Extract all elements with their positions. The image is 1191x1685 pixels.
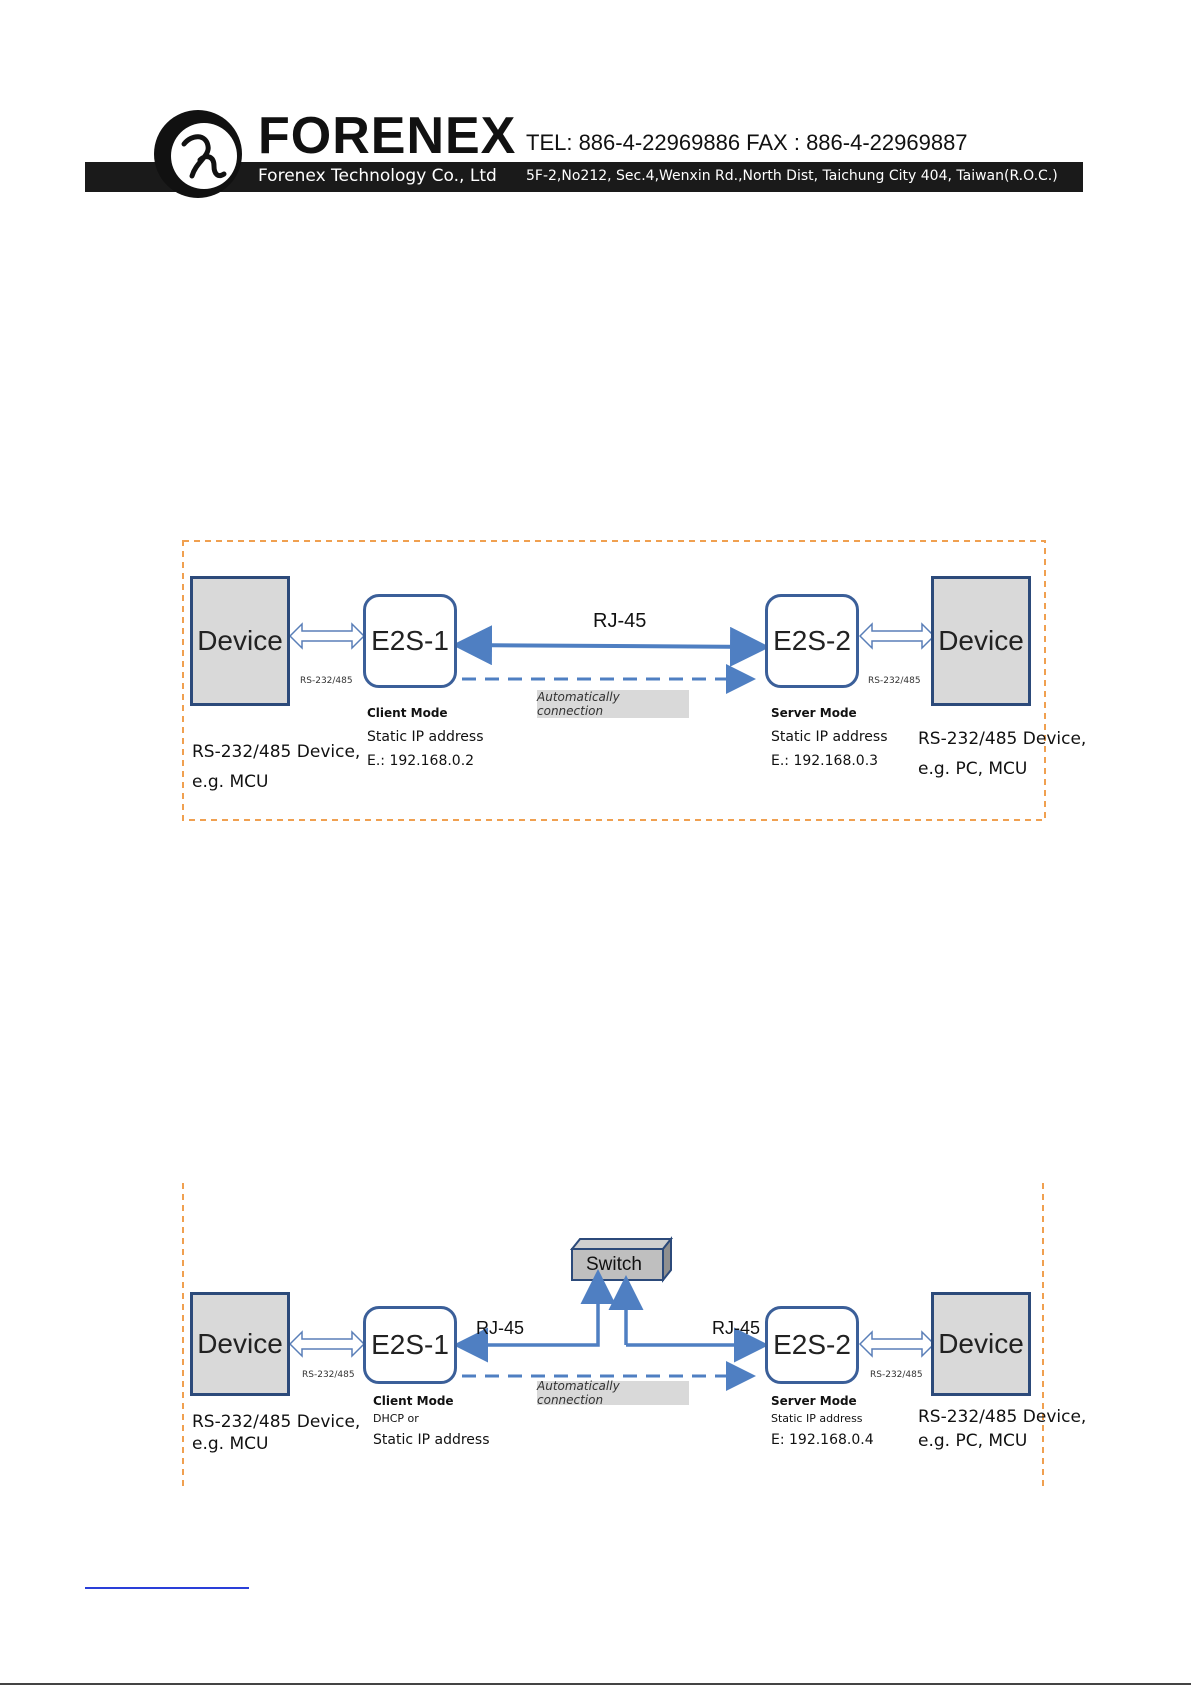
- client-ip-type: DHCP or: [373, 1412, 419, 1425]
- serial-label-left: RS-232/485: [300, 676, 353, 686]
- e2s-2-server: E2S-2: [765, 594, 859, 688]
- rj45-label-right: RJ-45: [712, 1318, 761, 1338]
- rj45-label-left: RJ-45: [476, 1318, 525, 1338]
- auto-connection-label: Automatically connection: [537, 690, 689, 718]
- client-ip-example: E.: 192.168.0.2: [367, 753, 475, 769]
- device-right: Device: [931, 1292, 1031, 1396]
- server-ip-type: Static IP address: [771, 729, 888, 745]
- e2s-1-client: E2S-1: [363, 594, 457, 688]
- server-ip-example: E: 192.168.0.4: [771, 1432, 874, 1448]
- page-header: FORENEX TEL: 886-4-22969886 FAX : 886-4-…: [0, 0, 1191, 220]
- device-left: Device: [190, 576, 290, 706]
- client-ip-type: Static IP address: [367, 729, 484, 745]
- server-mode-label: Server Mode: [771, 1394, 857, 1408]
- switch-label: Switch: [586, 1254, 642, 1275]
- auto-connection-label: Automatically connection: [537, 1379, 689, 1407]
- company-address: 5F-2,No212, Sec.4,Wenxin Rd.,North Dist,…: [526, 168, 1058, 184]
- e2s-1-client: E2S-1: [363, 1306, 457, 1384]
- left-device-desc-2: e.g. MCU: [192, 1434, 269, 1454]
- right-device-desc-2: e.g. PC, MCU: [918, 1431, 1028, 1451]
- serial-label-right: RS-232/485: [870, 1370, 923, 1380]
- rj45-label: RJ-45: [593, 610, 647, 632]
- device-left: Device: [190, 1292, 290, 1396]
- left-device-desc-1: RS-232/485 Device,: [192, 1412, 361, 1432]
- device-right: Device: [931, 576, 1031, 706]
- page-bottom-border: [0, 1683, 1191, 1685]
- brand-name: FORENEX: [258, 107, 517, 165]
- client-mode-label: Client Mode: [367, 706, 448, 720]
- client-mode-label: Client Mode: [373, 1394, 454, 1408]
- right-device-desc-2: e.g. PC, MCU: [918, 759, 1028, 779]
- e2s-2-server: E2S-2: [765, 1306, 859, 1384]
- right-device-desc-1: RS-232/485 Device,: [918, 729, 1087, 749]
- footnote-separator: [85, 1587, 249, 1589]
- forenex-logo-icon: [154, 110, 242, 198]
- company-name: Forenex Technology Co., Ltd: [258, 166, 497, 186]
- right-device-desc-1: RS-232/485 Device,: [918, 1407, 1087, 1427]
- server-ip-type: Static IP address: [771, 1412, 863, 1425]
- server-mode-label: Server Mode: [771, 706, 857, 720]
- client-ip-static: Static IP address: [373, 1432, 490, 1448]
- serial-label-left: RS-232/485: [302, 1370, 355, 1380]
- contact-info: TEL: 886-4-22969886 FAX : 886-4-22969887: [526, 130, 968, 155]
- header-bar: [85, 162, 1083, 192]
- serial-label-right: RS-232/485: [868, 676, 921, 686]
- left-device-desc-1: RS-232/485 Device,: [192, 742, 361, 762]
- server-ip-example: E.: 192.168.0.3: [771, 753, 879, 769]
- left-device-desc-2: e.g. MCU: [192, 772, 269, 792]
